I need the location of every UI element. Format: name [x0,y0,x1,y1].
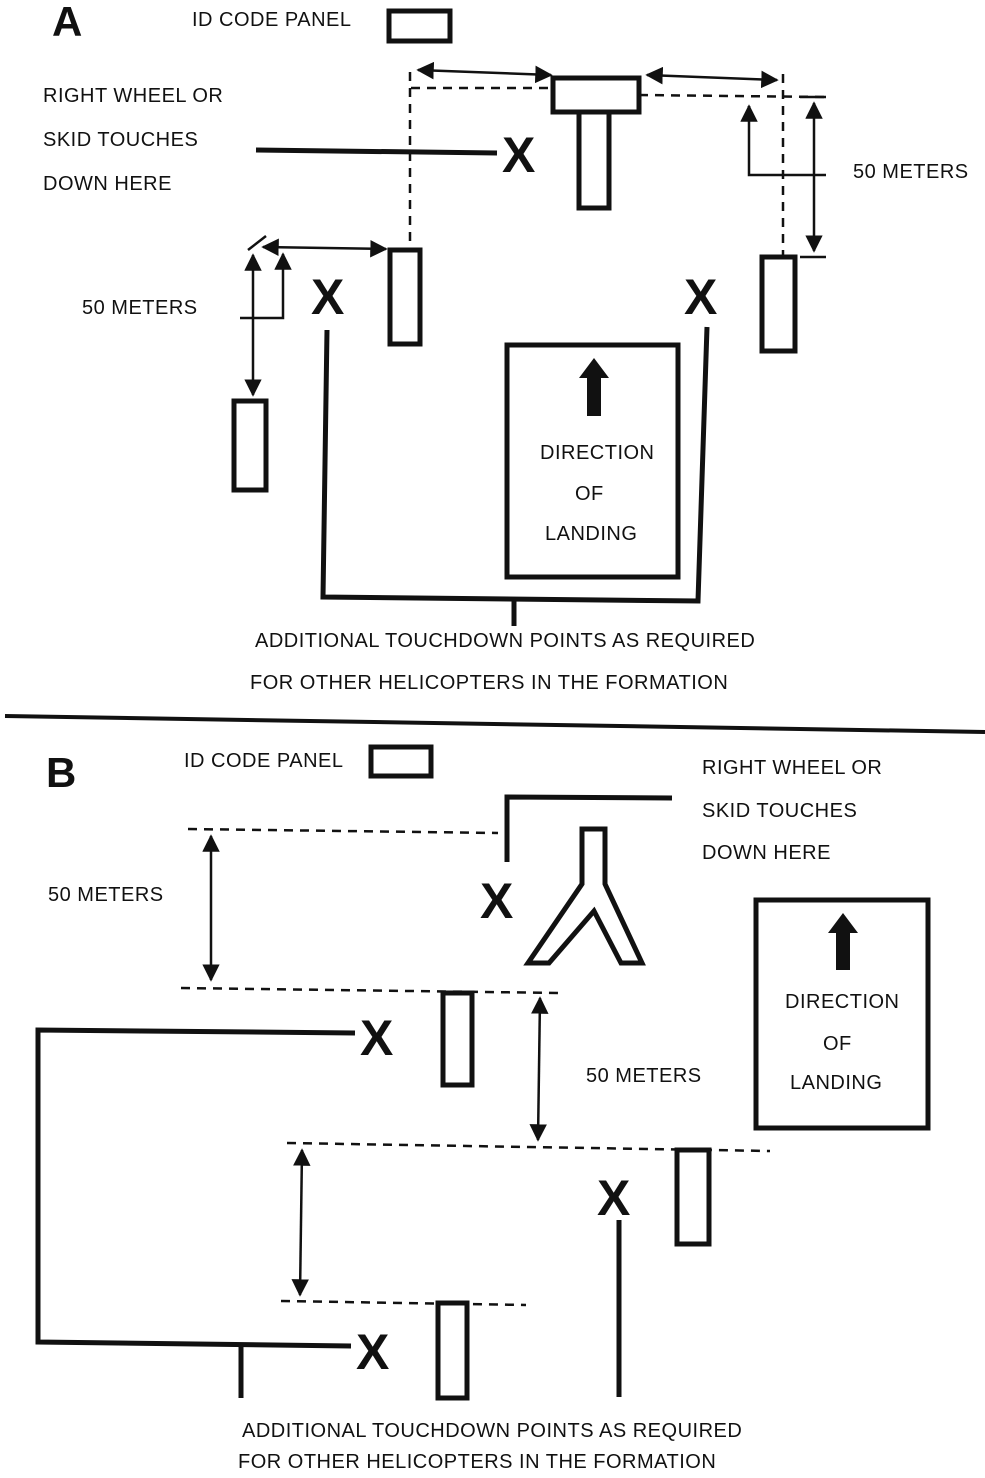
panel-a-letter: A [52,0,82,45]
panel-b-distance-arrow-lower [291,1148,311,1297]
panel-a-direction-box [504,342,681,580]
panel-a: A ID CODE PANEL RIGHT WHEEL OR SKID TOUC… [43,0,969,694]
panel-a-dashed-reference-right [638,93,827,99]
panel-b-touchdown-x-3: X [597,1170,630,1226]
panel-a-helicopter-right [759,254,798,354]
panel-a-spacing-arrow-top-right [645,66,779,89]
panel-a-touchdown-label-line3: DOWN HERE [43,173,172,195]
panel-a-id-code-panel-label: ID CODE PANEL [192,9,352,31]
panel-b-direction-line3: LANDING [790,1072,882,1094]
panel-b-dashed-reference-4 [280,1299,527,1307]
panel-b-touchdown-label-line1: RIGHT WHEEL OR [702,757,882,779]
panel-a-direction-line2: OF [575,483,604,505]
panel-a-additional-bracket [320,326,710,604]
panel-a-lead-helicopter-symbol [550,75,642,211]
panel-b-touchdown-label-line2: SKID TOUCHES [702,800,857,822]
panel-a-spacing-arrow-left [261,238,388,258]
panel-a-tick-left-top [247,235,267,251]
panel-a-helicopter-left [387,247,423,347]
panel-a-additional-line2: FOR OTHER HELICOPTERS IN THE FORMATION [250,672,728,694]
panel-a-direction-arrow-icon [579,358,609,416]
panel-a-leader-right [747,106,826,177]
panel-a-direction-line1: DIRECTION [540,442,655,464]
panel-a-spacing-arrow-top-left [416,61,553,84]
panel-a-id-code-panel-marker [386,8,453,44]
panel-b-direction-arrow-icon [828,913,858,970]
panel-a-direction-line3: LANDING [545,523,637,545]
panel-b-id-code-panel-marker [368,744,434,779]
panel-a-touchdown-pointer [255,147,498,156]
panel-b-touchdown-x-2: X [360,1010,393,1066]
panel-a-leader-left [240,255,285,320]
panel-b-meters-label-middle: 50 METERS [586,1065,702,1087]
panel-b-lead-helicopter-symbol [523,826,646,966]
panel-b-direction-line1: DIRECTION [785,991,900,1013]
panel-divider [4,714,985,734]
panel-a-additional-line1: ADDITIONAL TOUCHDOWN POINTS AS REQUIRED [255,630,755,652]
panel-b-id-code-panel-label: ID CODE PANEL [184,750,344,772]
panel-b-distance-arrow-middle [529,996,549,1142]
panel-a-touchdown-x-right: X [684,269,717,325]
panel-b-touchdown-x-4: X [356,1324,389,1380]
panel-b-letter: B [46,749,76,796]
panel-b-touchdown-pointer [504,794,673,862]
panel-a-touchdown-x-left: X [311,269,344,325]
panel-b-touchdown-label-line3: DOWN HERE [702,842,831,864]
panel-a-touchdown-label-line2: SKID TOUCHES [43,129,198,151]
panel-a-touchdown-label-line1: RIGHT WHEEL OR [43,85,223,107]
panel-b-additional-bracket [35,1027,356,1349]
panel-b-dashed-reference-2 [180,986,563,995]
panel-a-helicopter-rear-left [231,398,269,493]
panel-b-additional-line2: FOR OTHER HELICOPTERS IN THE FORMATION [238,1451,716,1473]
panel-b-direction-line2: OF [823,1033,852,1055]
panel-b-helicopter-4 [435,1300,470,1401]
panel-a-meters-label-left: 50 METERS [82,297,198,319]
panel-b-additional-line1: ADDITIONAL TOUCHDOWN POINTS AS REQUIRED [242,1420,742,1442]
panel-b-meters-label-top: 50 METERS [48,884,164,906]
panel-b-dashed-reference-1 [187,827,499,835]
panel-a-meters-label-right: 50 METERS [853,161,969,183]
panel-b-helicopter-3 [674,1147,712,1247]
panel-a-lead-touchdown-x: X [502,127,535,183]
panel-b-helicopter-2 [440,990,475,1088]
panel-b: B ID CODE PANEL RIGHT WHEEL OR SKID TOUC… [35,744,931,1473]
panel-b-lead-touchdown-x: X [480,873,513,929]
